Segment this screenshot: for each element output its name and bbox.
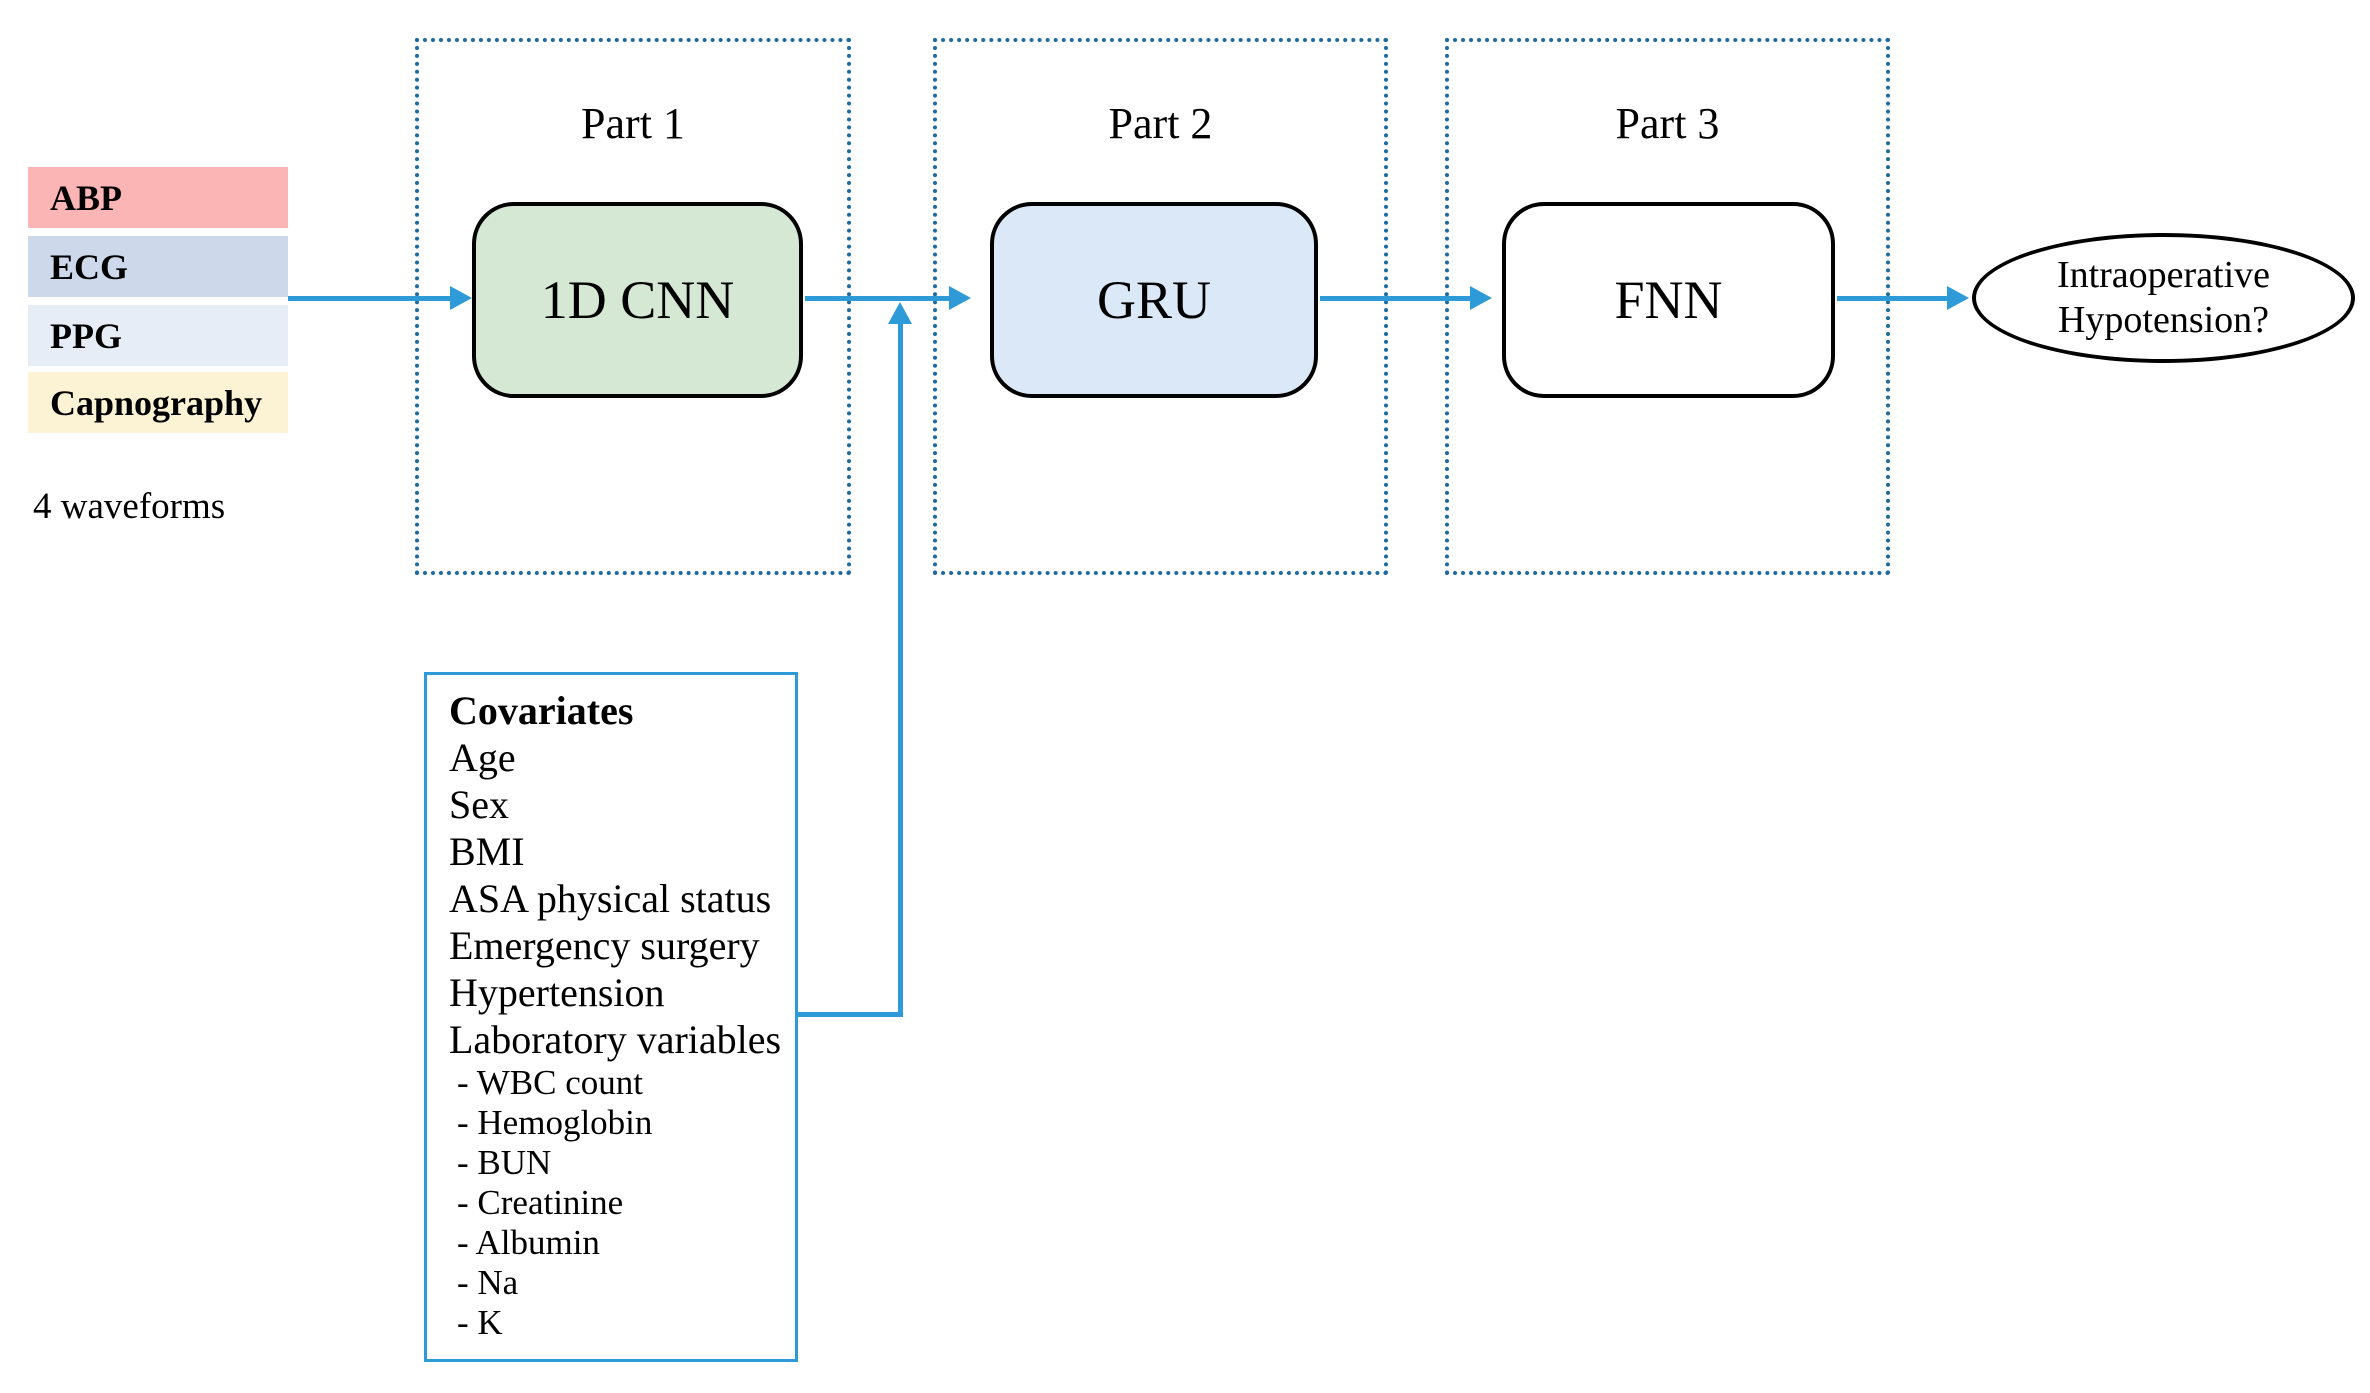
covariate-subitem-hemoglobin: - Hemoglobin (457, 1103, 653, 1142)
covariate-item-age: Age (449, 735, 516, 780)
arrow-fnn-to-output-line (1837, 296, 1949, 301)
waveform-bar-capnography: Capnography (28, 372, 288, 433)
waveforms-caption: 4 waveforms (33, 486, 226, 527)
arrow-cnn-to-gru-line (805, 296, 951, 301)
covariate-item-sex: Sex (449, 782, 509, 827)
covariate-subitem-albumin: - Albumin (457, 1223, 600, 1262)
covariate-subitem-wbc: - WBC count (457, 1063, 644, 1102)
cnn-block: 1D CNN (472, 202, 803, 398)
output-ellipse: Intraoperative Hypotension? (1972, 233, 2355, 363)
waveform-label-ppg: PPG (50, 315, 122, 356)
covariate-subitem-k: - K (457, 1303, 503, 1342)
arrow-fnn-to-output-head-icon (1947, 286, 1969, 310)
arrow-waveforms-to-cnn-line (288, 296, 452, 301)
covariates-connector-horizontal-line (797, 1012, 903, 1017)
part3-container: Part 3 (1445, 38, 1890, 575)
covariates-connector-vertical-line (898, 320, 903, 1017)
covariate-item-hypertension: Hypertension (449, 970, 665, 1015)
waveform-bar-ppg: PPG (28, 305, 288, 366)
waveform-label-abp: ABP (50, 177, 122, 218)
arrow-waveforms-to-cnn-head-icon (450, 286, 472, 310)
covariates-box: Covariates Age Sex BMI ASA physical stat… (424, 672, 798, 1362)
arrow-gru-to-fnn-head-icon (1470, 286, 1492, 310)
covariate-subitem-na: - Na (457, 1263, 519, 1302)
covariates-title: Covariates (449, 688, 634, 733)
waveform-label-ecg: ECG (50, 246, 129, 287)
gru-block: GRU (990, 202, 1318, 398)
part2-title: Part 2 (1108, 99, 1213, 148)
part2-container: Part 2 (933, 38, 1388, 575)
covariate-item-asa: ASA physical status (449, 876, 772, 921)
waveform-bar-abp: ABP (28, 167, 288, 228)
waveform-label-capnography: Capnography (50, 382, 263, 423)
part1-container: Part 1 (415, 38, 851, 575)
covariate-subitem-bun: - BUN (457, 1143, 552, 1182)
arrow-cnn-to-gru-head-icon (949, 286, 971, 310)
covariate-subitem-creatinine: - Creatinine (457, 1183, 624, 1222)
output-label-line2: Hypotension? (2057, 299, 2270, 341)
covariates-arrow-head-icon (888, 302, 912, 324)
fnn-block: FNN (1502, 202, 1835, 398)
covariate-item-emergency: Emergency surgery (449, 923, 760, 968)
covariate-item-bmi: BMI (449, 829, 525, 874)
part3-title: Part 3 (1615, 99, 1720, 148)
waveform-bar-ecg: ECG (28, 236, 288, 297)
output-label-line1: Intraoperative (2056, 254, 2271, 296)
part1-title: Part 1 (581, 99, 685, 148)
arrow-gru-to-fnn-line (1320, 296, 1472, 301)
covariate-item-laboratory: Laboratory variables (449, 1017, 782, 1062)
